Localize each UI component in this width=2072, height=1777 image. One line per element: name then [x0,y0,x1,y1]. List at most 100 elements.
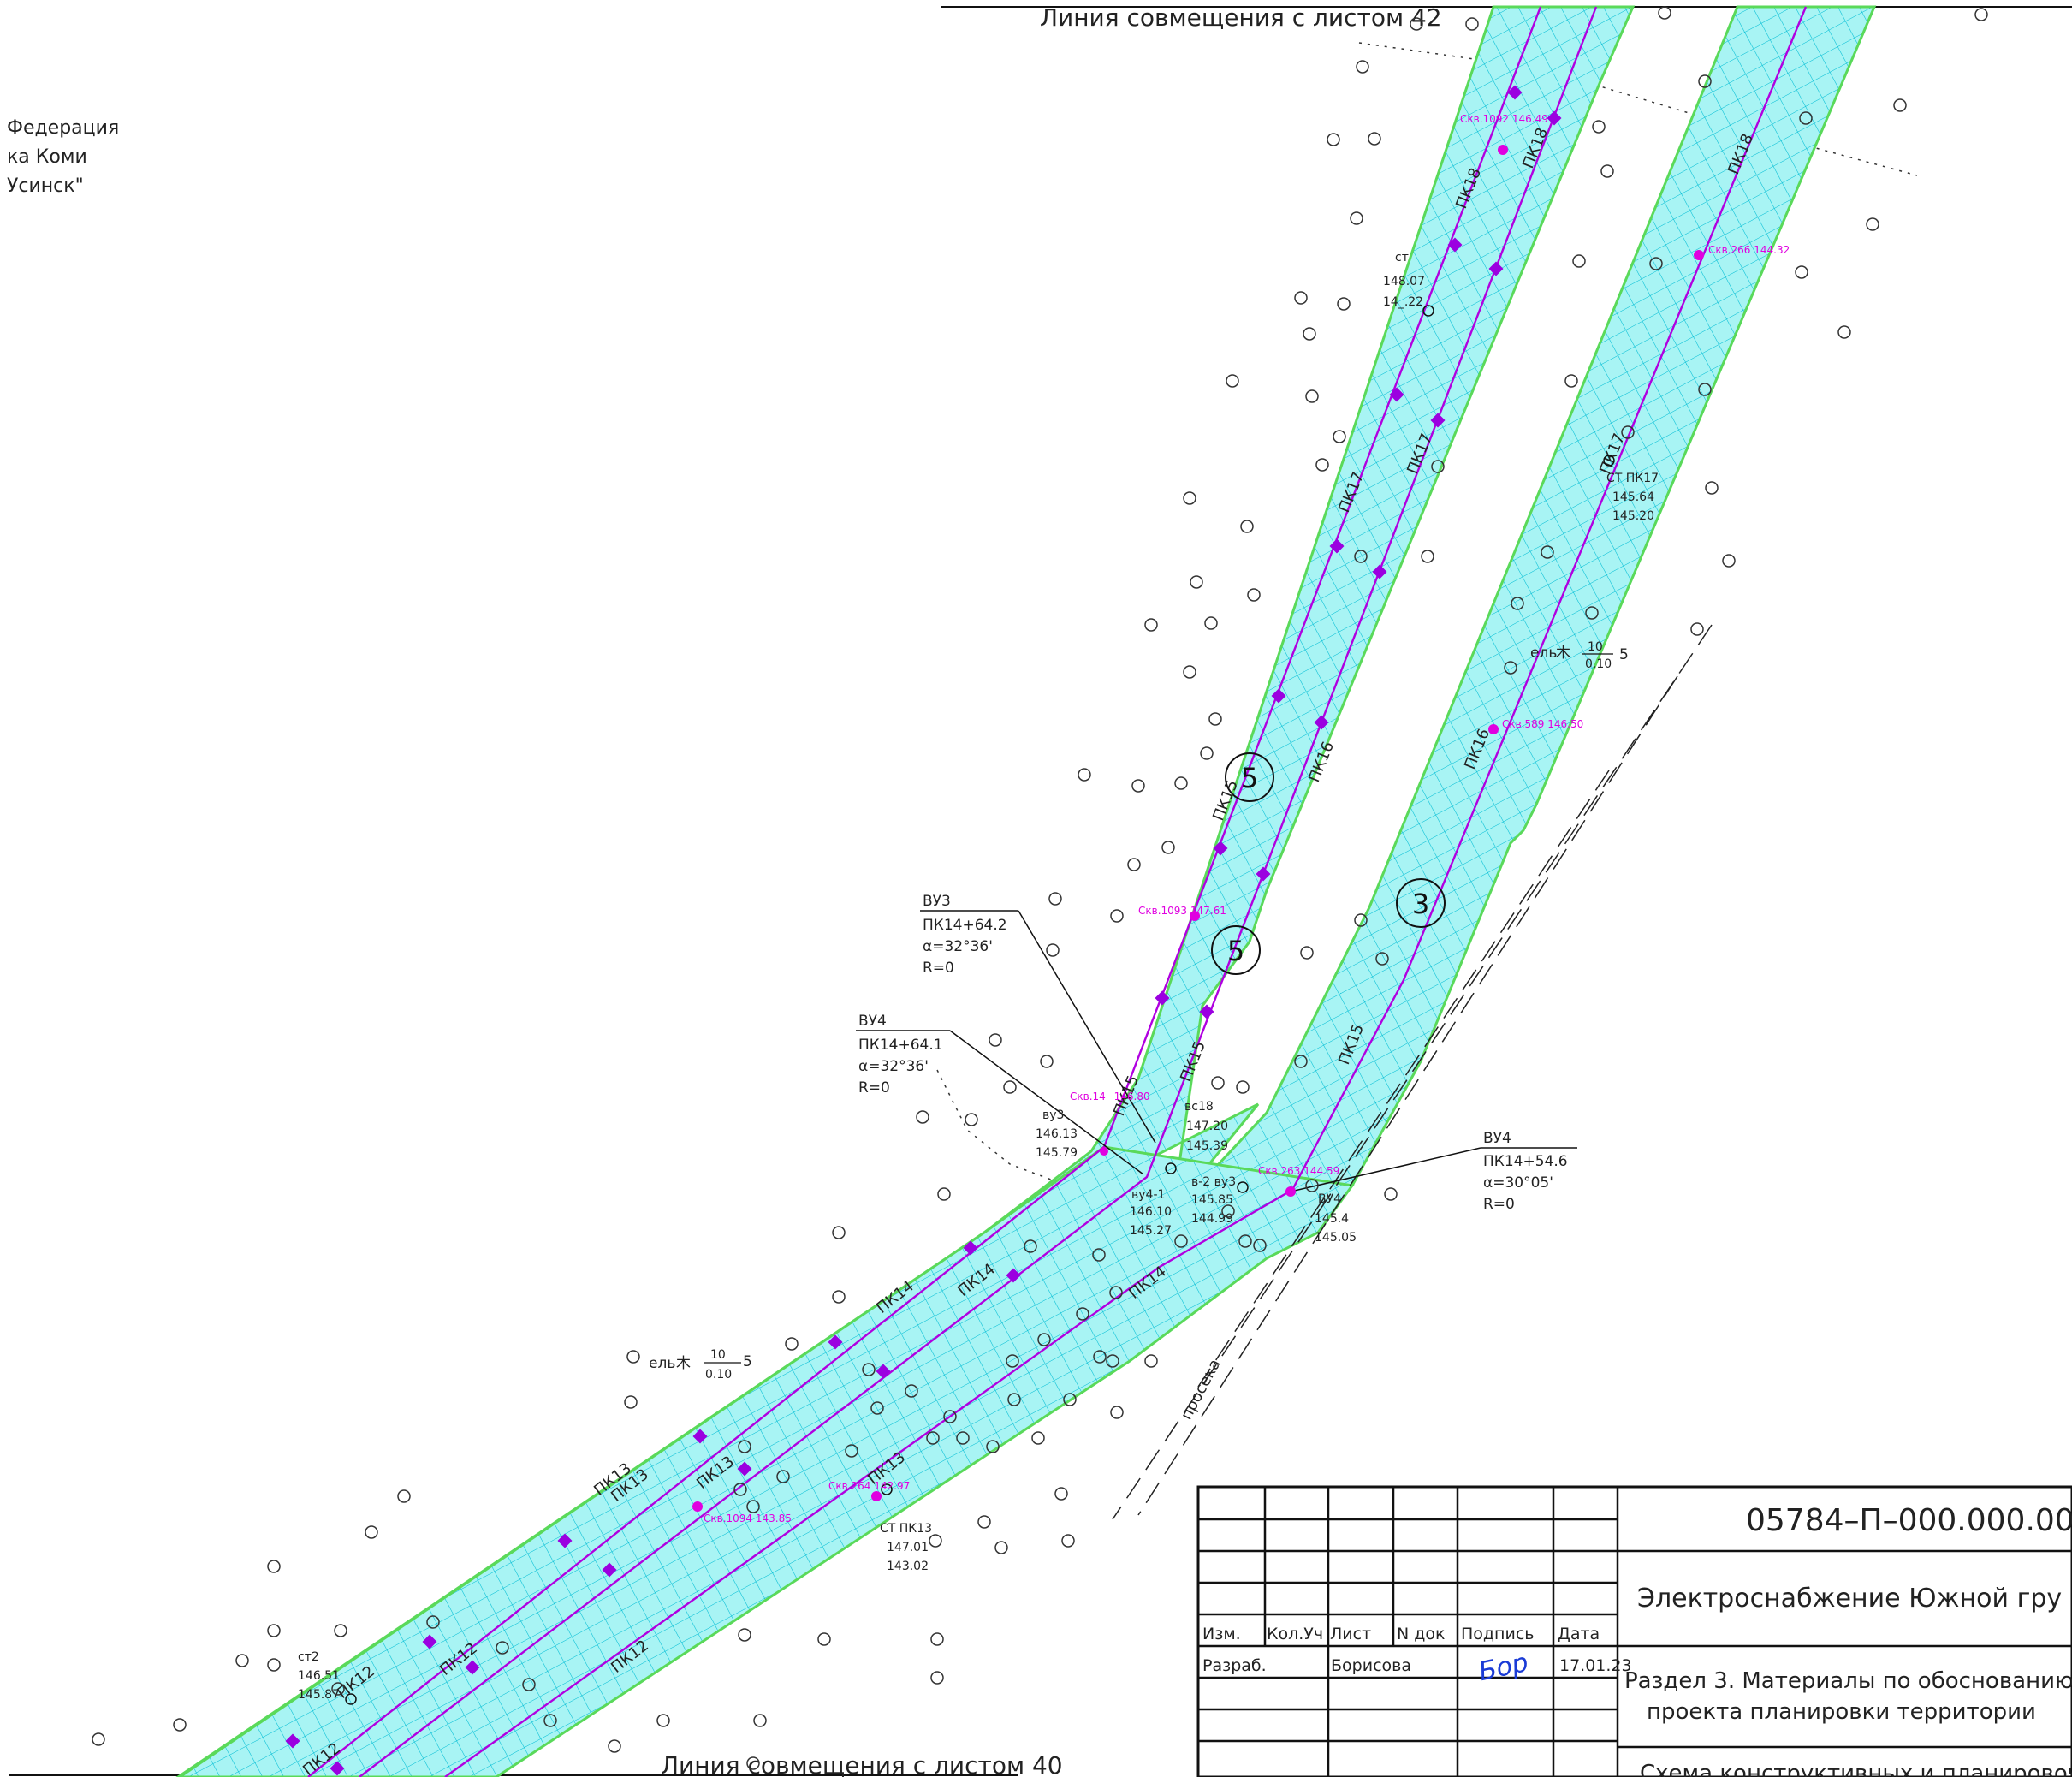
tree-circle [1253,1239,1267,1252]
tree-circle [1048,892,1062,906]
tree-circle [1093,1350,1107,1364]
spruce-num: 10 [710,1348,726,1362]
tree-circle [832,1290,846,1304]
spruce-name: ель [649,1355,675,1372]
tree-circle [1698,383,1712,396]
elevation-vu3-mid: в-2 ву3 145.85 144.99 [1191,1175,1249,1226]
elevation-text: СТ ПК17 [1606,472,1659,485]
tree-circle [624,1395,638,1409]
tree-circle [1127,858,1141,871]
tree-circle [1572,254,1586,268]
tree-circle [1200,746,1214,760]
elevation-vu4-1: ву4-1 146.10 145.27 [1130,1188,1172,1238]
tree-circle [1303,327,1316,341]
elevation-ct-top: ст 148.07 14_.22 [1383,251,1434,317]
tree-circle [1974,8,1988,21]
route-markers [285,85,1562,1776]
tb-header-list: Лист [1330,1625,1371,1643]
tree-circle [1204,616,1218,630]
callout-vu4-left-line3: R=0 [858,1079,890,1097]
tree-circle [1238,1234,1252,1248]
tree-circle [1109,1286,1123,1299]
tree-circle [1161,841,1175,854]
tree-circle [937,1187,951,1201]
tree-circle [1690,622,1704,636]
tree-circle [1621,425,1635,439]
callout-vu4-right-line3: R=0 [1483,1196,1515,1213]
elevation-ct-pk13: СТ ПК13 147.01 143.02 [880,1483,932,1573]
tree-circle [1226,374,1239,388]
spruce-suffix: 5 [1619,646,1629,663]
tree-circle [426,1615,440,1629]
tree-circle [365,1525,378,1539]
tb-scheme-line: Схема конструктивных и планировочных [1640,1761,2072,1777]
marker [737,1461,752,1477]
callout-vu3-line1: ПК14+64.2 [923,917,1007,934]
tree-circle [1305,389,1319,403]
callout-vu3: ВУ3 ПК14+64.2 α=32°36' R=0 [920,893,1156,1144]
tree-circle [1564,374,1578,388]
tree-circle [1354,913,1368,927]
elevation-text: 146.13 [1036,1127,1078,1141]
elevation-text: в-2 ву3 [1191,1175,1236,1189]
tree-circle [1837,325,1851,339]
tree-circle [1054,1487,1068,1501]
tree-circle [832,1226,846,1239]
callout-vu4-left-line2: α=32°36' [858,1058,929,1075]
elevation-text: 146.10 [1130,1205,1172,1219]
tree-circle [267,1658,281,1672]
title-block: Изм. Кол.Уч Лист N док Подпись Дата Разр… [1196,1485,2072,1777]
tree-circle [543,1714,557,1727]
tree-circle [1240,520,1254,533]
elevation-text: 145.20 [1612,509,1654,523]
corridor-number-label: 5 [1227,935,1244,967]
tree-circle [1592,120,1606,134]
tree-circle [977,1515,991,1529]
tree-circle [1037,1333,1051,1346]
tree-circle [1658,6,1671,20]
elevation-text: 146.51 [298,1669,340,1683]
tree-circle [334,1624,347,1637]
callout-vu4-left-title: ВУ4 [858,1013,887,1030]
callout-vu3-title: ВУ3 [923,893,951,910]
tree-circle [331,1682,345,1696]
borehole-1093: Скв.1093 147.61 [1138,905,1226,921]
tree-circle [1110,909,1124,923]
tree-circle [929,1534,942,1548]
tree-circle [785,1337,799,1351]
marker [1006,1268,1021,1283]
callout-vu4-right-line2: α=30°05' [1483,1174,1553,1192]
borehole-label: Скв.264 142.97 [828,1480,910,1492]
tree-circle [1061,1534,1075,1548]
proseka-lines [1112,624,1713,1520]
elevation-text: 14_.22 [1383,295,1423,309]
tb-header-data: Дата [1558,1625,1600,1643]
elevation-bc18: вс18 147.20 145.39 [1165,1100,1228,1174]
callout-vu3-line3: R=0 [923,960,954,977]
borehole-1094: Скв.1094 143.85 [692,1501,792,1524]
tree-circle [1144,1354,1158,1368]
tree-circle [1007,1393,1021,1406]
elevation-text: 147.20 [1186,1120,1228,1133]
elevation-text: ВУ4 [1318,1192,1341,1206]
elevation-text: СТ ПК13 [880,1522,932,1536]
spruce-lower: ель ⽊ 10 0.10 5 [649,1348,752,1382]
dotted-boundary-left [936,1069,1139,1216]
tree-circle [738,1440,751,1453]
tree-circle [1294,291,1308,305]
tree-circle [1799,111,1813,125]
tree-circle [905,1384,918,1398]
elevation-marks: ст 148.07 14_.22 СТ ПК17 145.64 145.20 С… [298,251,1659,1705]
marker [876,1364,891,1379]
tree-circle [1410,17,1423,31]
tree-circle [626,1350,640,1364]
tree-circle [1375,952,1389,966]
tree-circle [776,1470,790,1483]
tree-circle [1722,554,1736,568]
elevation-text: 145.39 [1186,1139,1228,1153]
tree-circle [397,1489,411,1503]
tb-header-ndok: N док [1397,1625,1446,1643]
tree-circle [1465,17,1479,31]
tree-circle [1337,297,1351,311]
